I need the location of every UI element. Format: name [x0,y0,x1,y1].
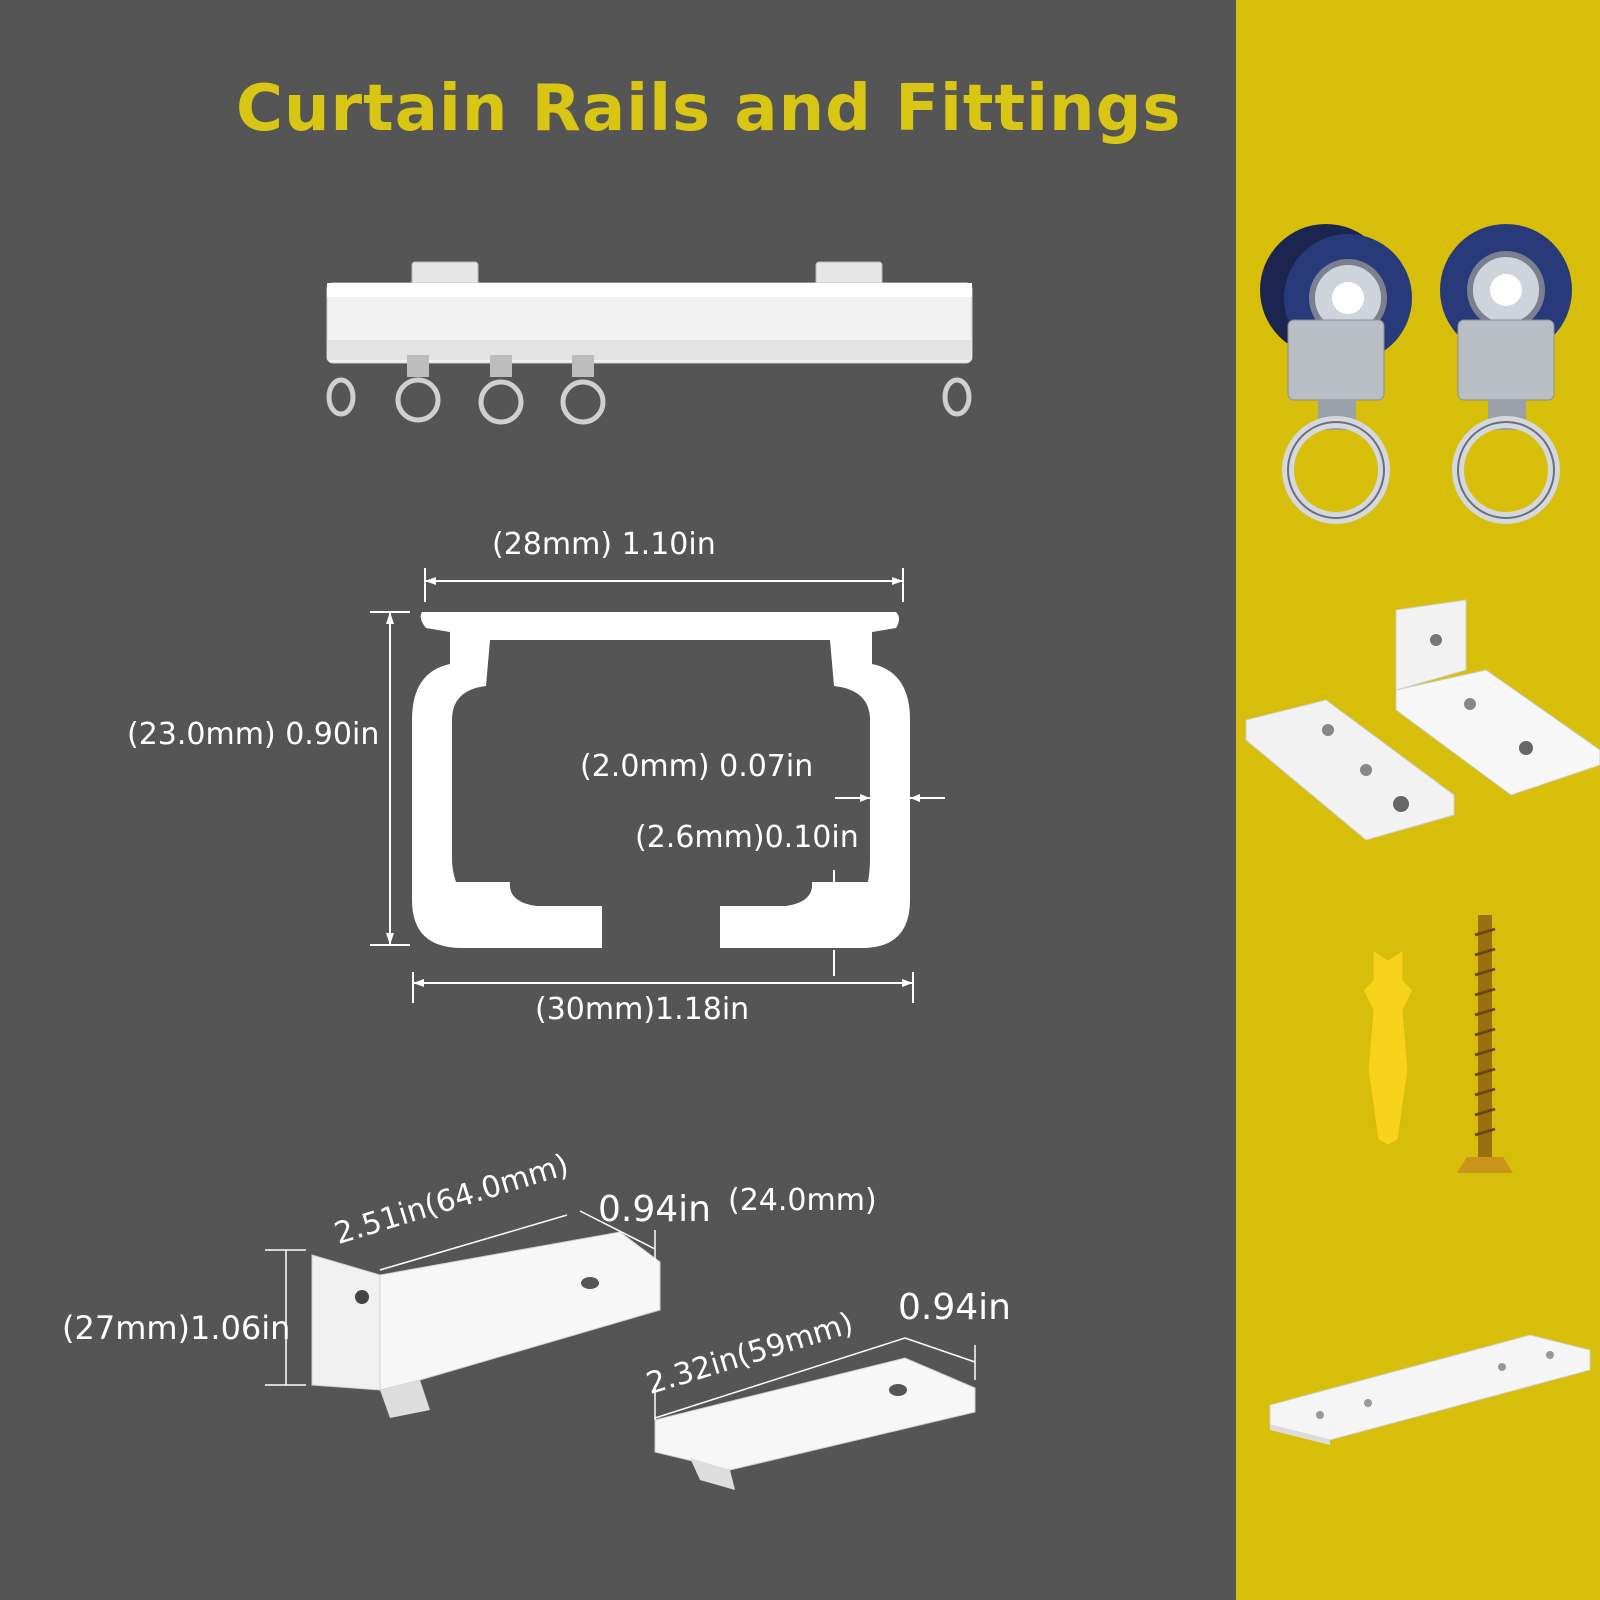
profile-lip-thickness-label: (2.6mm)0.10in [635,820,859,855]
page-title: Curtain Rails and Fittings [236,72,1182,146]
screw-icon [1457,915,1513,1173]
left-panel [0,0,1236,1600]
profile-top-width-label: (28mm) 1.10in [492,527,716,562]
roller-glider-icon [1260,224,1572,524]
bracket-height-label: (27mm)1.06in [62,1309,291,1347]
bracket-long-width-mm-label: (24.0mm) [728,1183,877,1218]
mounting-plate-icon [1269,1334,1591,1445]
bracket-long-width-in-label: 0.94in [598,1189,711,1230]
bracket-short-width-label: 0.94in [898,1287,1011,1328]
profile-height-label: (23.0mm) 0.90in [127,717,380,752]
wall-plug-icon [1362,949,1414,1146]
profile-bottom-width-label: (30mm)1.18in [535,992,750,1027]
profile-wall-thickness-label: (2.0mm) 0.07in [580,749,814,784]
ceiling-bracket-icon [1245,599,1600,841]
